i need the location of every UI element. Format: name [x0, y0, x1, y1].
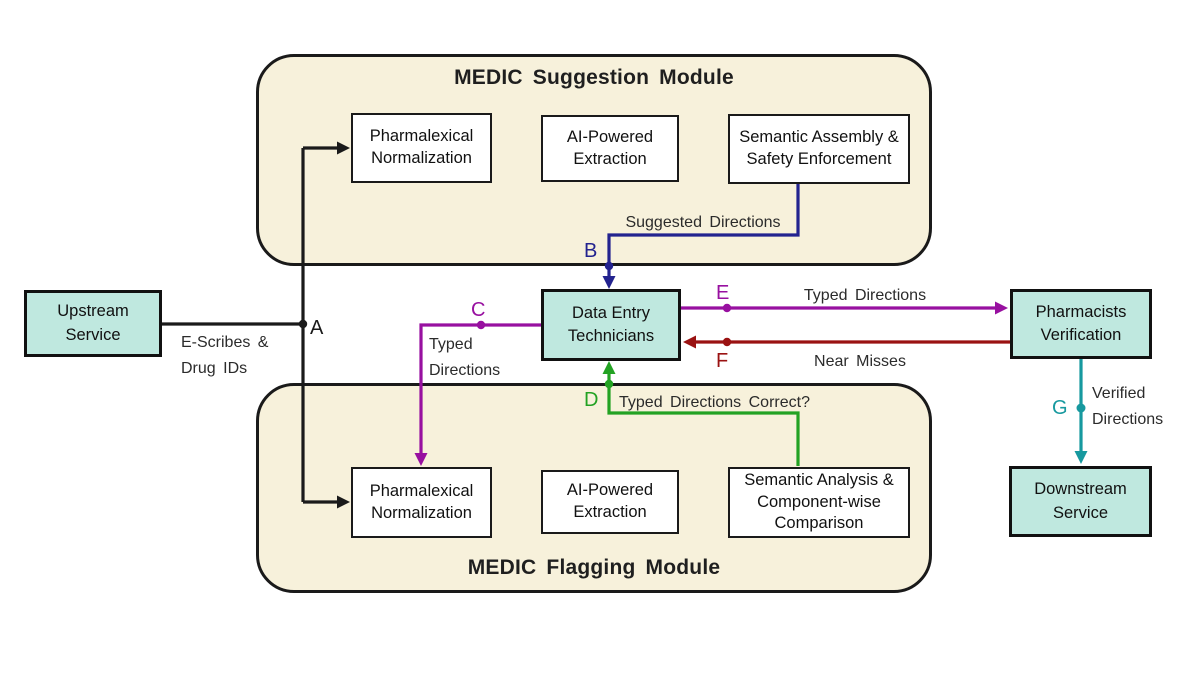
edge-g-letter: G: [1052, 397, 1068, 419]
edge-d-label: Typed Directions Correct?: [619, 394, 810, 411]
data-entry-technicians-label: Data Entry Technicians: [567, 303, 655, 345]
edge-a-letter: A: [310, 317, 324, 339]
suggestion-step-pharmalexical-normalization: Pharmalexical Normalization: [351, 113, 492, 183]
pharmacists-verification-node: Pharmacists Verification: [1010, 289, 1152, 359]
edge-d-arrowhead-icon: [602, 361, 616, 374]
edge-e-label: Typed Directions: [803, 287, 927, 304]
suggestion-module-title: MEDIC Suggestion Module: [454, 66, 734, 89]
edge-f-junction-dot: [722, 337, 732, 347]
flagging-step-pharmalexical-normalization: Pharmalexical Normalization: [351, 467, 492, 538]
downstream-service-node: Downstream Service: [1009, 466, 1152, 537]
suggestion-step-semantic-assembly: Semantic Assembly & Safety Enforcement: [728, 114, 910, 184]
edge-c-junction-dot: [476, 320, 486, 330]
edge-e-junction-dot: [722, 303, 732, 313]
edge-d-letter: D: [584, 389, 599, 411]
pharmacists-verification-label: Pharmacists Verification: [1035, 302, 1127, 344]
upstream-service-node: Upstream Service: [24, 290, 162, 357]
edge-e-letter: E: [716, 282, 730, 304]
downstream-service-label: Downstream Service: [1034, 480, 1127, 522]
edge-b-label: Suggested Directions: [625, 214, 781, 231]
edge-g-arrowhead-icon: [1074, 451, 1088, 464]
edge-f-label: Near Misses: [814, 353, 906, 370]
edge-a-label: E-Scribes & Drug IDs: [181, 334, 269, 377]
flagging-step-ai-powered-extraction: AI-Powered Extraction: [541, 470, 679, 534]
edge-g-junction-dot: [1076, 403, 1086, 413]
edge-c-letter: C: [471, 299, 486, 321]
edge-g-label: Verified Directions: [1092, 385, 1164, 428]
edge-a-junction-dot: [298, 319, 308, 329]
suggestion-step-ai-powered-extraction: AI-Powered Extraction: [541, 115, 679, 182]
flagging-step-semantic-analysis: Semantic Analysis & Component-wise Compa…: [728, 467, 910, 538]
flagging-module-title: MEDIC Flagging Module: [467, 556, 721, 579]
upstream-service-label: Upstream Service: [57, 302, 129, 344]
edge-c-label: Typed Directions: [429, 336, 501, 379]
edge-f-letter: F: [716, 350, 729, 372]
edge-f-arrowhead-icon: [683, 335, 696, 349]
edge-b-arrowhead-icon: [602, 276, 616, 289]
edge-b-letter: B: [584, 240, 598, 262]
edge-e-arrowhead-icon: [995, 301, 1008, 315]
data-entry-technicians-node: Data Entry Technicians: [541, 289, 681, 361]
